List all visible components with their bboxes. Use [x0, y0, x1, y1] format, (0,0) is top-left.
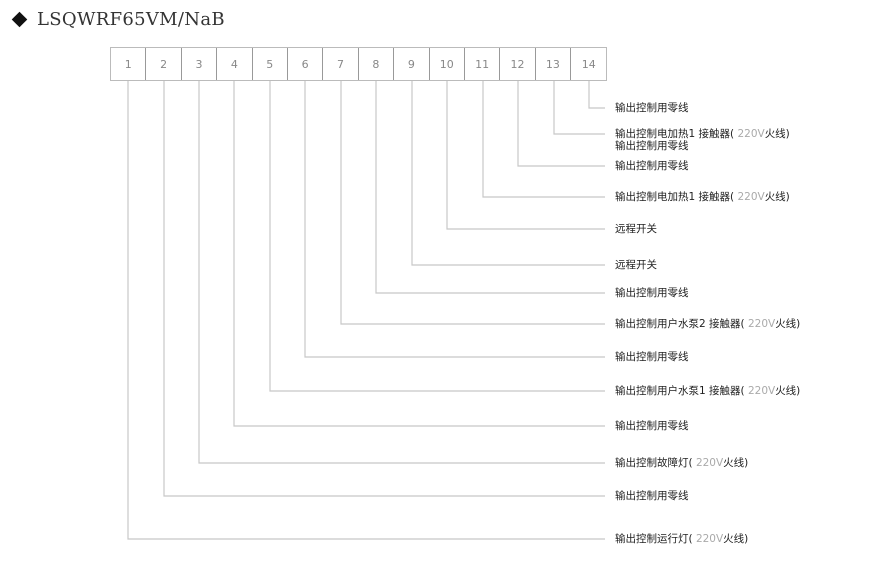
label-main: 输出控制电加热1 接触器(	[615, 128, 735, 140]
terminal-7: 7	[323, 48, 359, 80]
wire-10	[446, 81, 605, 230]
label-main: 输出控制用零线	[615, 490, 689, 502]
wire-3	[198, 81, 605, 464]
model-name: LSQWRF65VM/NaB	[37, 8, 225, 30]
wire-label-3: 输出控制故障灯( 220V火线)	[615, 457, 748, 469]
wire-7	[340, 81, 605, 325]
label-main: 输出控制用零线	[615, 102, 689, 114]
label-main: 输出控制用户水泵2 接触器(	[615, 318, 745, 330]
wire-5	[269, 81, 605, 392]
label-tail: 火线)	[723, 457, 749, 469]
wire-label-7: 输出控制用户水泵2 接触器( 220V火线)	[615, 318, 800, 330]
wire-label-13: 输出控制电加热1 接触器( 220V火线) 输出控制用零线	[615, 128, 790, 152]
terminal-6: 6	[288, 48, 324, 80]
wire-label-14: 输出控制用零线	[615, 102, 689, 114]
label-tail: 火线)	[775, 318, 801, 330]
label-tail: 火线)	[764, 128, 790, 140]
label-main: 远程开关	[615, 223, 657, 235]
label-main: 输出控制运行灯(	[615, 533, 693, 545]
label-main: 输出控制用零线	[615, 160, 689, 172]
wire-9	[411, 81, 605, 266]
label-voltage: 220V	[744, 385, 776, 397]
wire-13	[553, 81, 605, 135]
label-main: 输出控制用零线	[615, 420, 689, 432]
label-tail: 火线)	[723, 533, 749, 545]
label-main: 输出控制故障灯(	[615, 457, 693, 469]
label-main: 输出控制电加热1 接触器(	[615, 191, 735, 203]
label-voltage: 220V	[692, 457, 724, 469]
terminal-10: 10	[430, 48, 465, 80]
terminal-1: 1	[111, 48, 147, 80]
label-voltage: 220V	[734, 128, 765, 140]
diagram-title: LSQWRF65VM/NaB	[10, 6, 225, 32]
label-tail: 火线)	[775, 385, 801, 397]
wire-11	[482, 81, 605, 198]
terminal-13: 13	[536, 48, 572, 80]
terminal-12: 12	[500, 48, 536, 80]
wire-14	[588, 81, 605, 109]
label-voltage: 220V	[734, 191, 765, 203]
wire-label-6: 输出控制用零线	[615, 351, 689, 363]
terminal-3: 3	[182, 48, 218, 80]
wire-label-11: 输出控制电加热1 接触器( 220V火线)	[615, 191, 790, 203]
label-voltage: 220V	[744, 318, 776, 330]
terminal-14: 14	[581, 57, 596, 71]
wire-label-1: 输出控制运行灯( 220V火线)	[615, 533, 748, 545]
terminal-11: 11	[465, 48, 501, 80]
label-main: 输出控制用户水泵1 接触器(	[615, 385, 745, 397]
terminal-4: 4	[217, 48, 253, 80]
wire-label-4: 输出控制用零线	[615, 420, 689, 432]
label-voltage: 220V	[692, 533, 724, 545]
label-line2: 输出控制用零线	[615, 140, 689, 152]
label-tail: 火线)	[764, 191, 790, 203]
wire-label-8: 输出控制用零线	[615, 287, 689, 299]
wire-label-9: 远程开关	[615, 259, 657, 271]
wire-12	[517, 81, 605, 167]
wire-8	[375, 81, 605, 294]
terminal-8: 8	[359, 48, 395, 80]
wire-label-2: 输出控制用零线	[615, 490, 689, 502]
wire-2	[163, 81, 605, 497]
terminal-9: 9	[394, 48, 430, 80]
wire-label-12: 输出控制用零线	[615, 160, 689, 172]
wire-4	[233, 81, 605, 427]
wire-label-5: 输出控制用户水泵1 接触器( 220V火线)	[615, 385, 800, 397]
wire-label-10: 远程开关	[615, 223, 657, 235]
terminal-2: 2	[146, 48, 182, 80]
wire-1	[127, 81, 605, 540]
label-main: 输出控制用零线	[615, 351, 689, 363]
wire-6	[304, 81, 605, 358]
label-main: 输出控制用零线	[615, 287, 689, 299]
terminal-5: 5	[253, 48, 288, 80]
label-main: 远程开关	[615, 259, 657, 271]
terminal-strip: 1 2 3 4 5 6 7 8 9 10 11 12 13 14	[110, 47, 608, 81]
